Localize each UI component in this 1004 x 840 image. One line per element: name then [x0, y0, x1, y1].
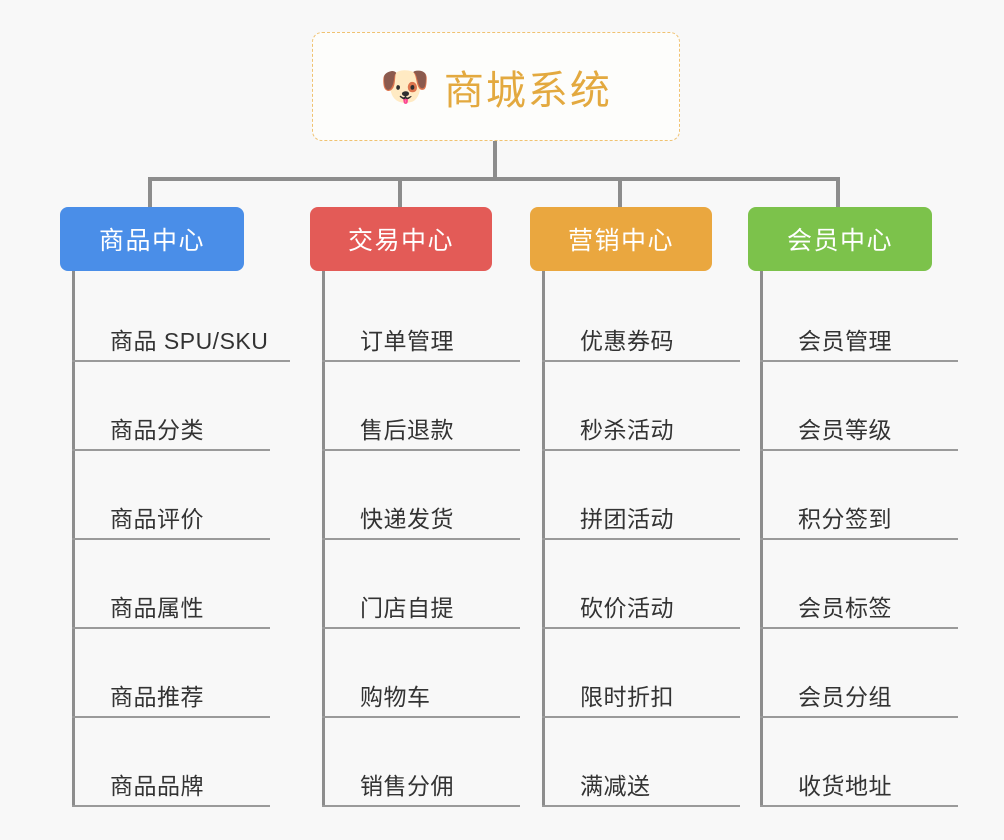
- leaf-label: 会员分组: [798, 683, 892, 710]
- leaf-label: 优惠券码: [580, 327, 674, 354]
- leaf-label: 会员标签: [798, 594, 892, 621]
- leaf-item[interactable]: 会员管理: [748, 273, 958, 362]
- branch-head-member-center[interactable]: 会员中心: [748, 207, 932, 271]
- leaf-item[interactable]: 积分签到: [748, 451, 958, 540]
- leaf-underline: 优惠券码: [542, 327, 740, 362]
- leaf-underline: 砍价活动: [542, 594, 740, 629]
- leaf-label: 秒杀活动: [580, 416, 674, 443]
- leaf-item[interactable]: 快递发货: [310, 451, 520, 540]
- leaf-underline: 收货地址: [760, 772, 958, 807]
- leaf-label: 商品品牌: [110, 772, 204, 799]
- leaf-underline: 售后退款: [322, 416, 520, 451]
- connector-root-stem: [493, 141, 497, 179]
- leaf-label: 快递发货: [360, 505, 454, 532]
- leaf-label: 收货地址: [798, 772, 892, 799]
- leaf-underline: 限时折扣: [542, 683, 740, 718]
- leaf-item[interactable]: 商品推荐: [60, 629, 270, 718]
- leaf-list-trade-center: 订单管理售后退款快递发货门店自提购物车销售分佣: [310, 271, 520, 807]
- connector-drop-trade-center: [398, 177, 402, 207]
- leaf-label: 限时折扣: [580, 683, 674, 710]
- leaf-label: 商品分类: [110, 416, 204, 443]
- leaf-label: 商品属性: [110, 594, 204, 621]
- leaf-label: 购物车: [360, 683, 431, 710]
- branch-product-center: 商品中心商品 SPU/SKU 商品分类商品评价商品属性商品推荐商品品牌: [60, 207, 291, 807]
- leaf-underline: 订单管理: [322, 327, 520, 362]
- leaf-underline: 商品评价: [72, 505, 270, 540]
- leaf-item[interactable]: 砍价活动: [530, 540, 740, 629]
- leaf-item[interactable]: 商品属性: [60, 540, 270, 629]
- leaf-item[interactable]: 销售分佣: [310, 718, 520, 807]
- leaf-label: 商品推荐: [110, 683, 204, 710]
- leaf-item[interactable]: 会员分组: [748, 629, 958, 718]
- root-node[interactable]: 🐶 商城系统: [312, 32, 680, 141]
- leaf-label: 满减送: [580, 772, 651, 799]
- leaf-underline: 会员等级: [760, 416, 958, 451]
- branch-head-product-center[interactable]: 商品中心: [60, 207, 244, 271]
- leaf-underline: 会员分组: [760, 683, 958, 718]
- leaf-item[interactable]: 商品分类: [60, 362, 270, 451]
- leaf-item[interactable]: 优惠券码: [530, 273, 740, 362]
- branch-member-center: 会员中心会员管理会员等级积分签到会员标签会员分组收货地址: [748, 207, 958, 807]
- leaf-label: 会员管理: [798, 327, 892, 354]
- branch-marketing-center: 营销中心优惠券码秒杀活动拼团活动砍价活动限时折扣满减送: [530, 207, 740, 807]
- branch-head-marketing-center[interactable]: 营销中心: [530, 207, 712, 271]
- leaf-item[interactable]: 商品品牌: [60, 718, 270, 807]
- leaf-label: 拼团活动: [580, 505, 674, 532]
- leaf-underline: 商品分类: [72, 416, 270, 451]
- shiba-dog-face-icon: 🐶: [380, 64, 430, 109]
- leaf-label: 积分签到: [798, 505, 892, 532]
- leaf-item[interactable]: 商品 SPU/SKU: [60, 273, 291, 362]
- branch-head-trade-center[interactable]: 交易中心: [310, 207, 492, 271]
- leaf-underline: 满减送: [542, 772, 740, 807]
- leaf-underline: 拼团活动: [542, 505, 740, 540]
- leaf-item[interactable]: 购物车: [310, 629, 520, 718]
- leaf-item[interactable]: 拼团活动: [530, 451, 740, 540]
- leaf-label: 商品评价: [110, 505, 204, 532]
- leaf-underline: 商品品牌: [72, 772, 270, 807]
- leaf-item[interactable]: 收货地址: [748, 718, 958, 807]
- leaf-underline: 会员管理: [760, 327, 958, 362]
- leaf-underline: 会员标签: [760, 594, 958, 629]
- leaf-underline: 商品属性: [72, 594, 270, 629]
- leaf-underline: 购物车: [322, 683, 520, 718]
- leaf-item[interactable]: 商品评价: [60, 451, 270, 540]
- leaf-list-member-center: 会员管理会员等级积分签到会员标签会员分组收货地址: [748, 271, 958, 807]
- leaf-list-marketing-center: 优惠券码秒杀活动拼团活动砍价活动限时折扣满减送: [530, 271, 740, 807]
- leaf-item[interactable]: 售后退款: [310, 362, 520, 451]
- leaf-label: 门店自提: [360, 594, 454, 621]
- root-title: 商城系统: [443, 68, 612, 113]
- leaf-underline: 商品 SPU/SKU: [72, 327, 291, 362]
- connector-drop-marketing-center: [618, 177, 622, 207]
- leaf-label: 订单管理: [360, 327, 454, 354]
- leaf-item[interactable]: 门店自提: [310, 540, 520, 629]
- leaf-underline: 门店自提: [322, 594, 520, 629]
- leaf-list-product-center: 商品 SPU/SKU 商品分类商品评价商品属性商品推荐商品品牌: [60, 271, 291, 807]
- leaf-underline: 商品推荐: [72, 683, 270, 718]
- leaf-label: 售后退款: [360, 416, 454, 443]
- leaf-label: 商品 SPU/SKU: [110, 327, 269, 354]
- leaf-underline: 销售分佣: [322, 772, 520, 807]
- leaf-item[interactable]: 限时折扣: [530, 629, 740, 718]
- connector-drop-member-center: [836, 177, 840, 207]
- leaf-label: 销售分佣: [360, 772, 454, 799]
- branch-trade-center: 交易中心订单管理售后退款快递发货门店自提购物车销售分佣: [310, 207, 520, 807]
- leaf-item[interactable]: 满减送: [530, 718, 740, 807]
- leaf-underline: 秒杀活动: [542, 416, 740, 451]
- leaf-item[interactable]: 订单管理: [310, 273, 520, 362]
- leaf-item[interactable]: 会员等级: [748, 362, 958, 451]
- leaf-underline: 快递发货: [322, 505, 520, 540]
- leaf-item[interactable]: 秒杀活动: [530, 362, 740, 451]
- connector-drop-product-center: [148, 177, 152, 207]
- connector-horizontal-bar: [148, 177, 840, 181]
- leaf-label: 会员等级: [798, 416, 892, 443]
- leaf-label: 砍价活动: [580, 594, 674, 621]
- leaf-underline: 积分签到: [760, 505, 958, 540]
- leaf-item[interactable]: 会员标签: [748, 540, 958, 629]
